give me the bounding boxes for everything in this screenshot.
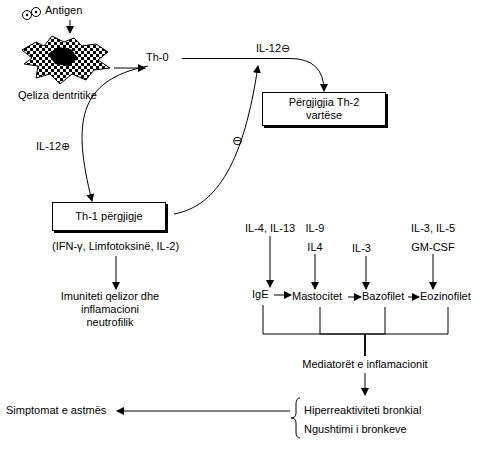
node-text: Antigen	[45, 4, 95, 17]
connector-arrow	[270, 236, 271, 287]
text-node: Th-0	[146, 51, 182, 66]
text-node: Qeliza dentritike	[18, 34, 114, 102]
antigen-dot	[26, 14, 28, 16]
cell-label: Qeliza dentritike	[18, 89, 114, 102]
cell-nucleus	[48, 47, 78, 66]
process-box: Përgjigjia Th-2 vartëse	[262, 92, 386, 126]
connector-arrow	[117, 411, 290, 412]
connector-arrow	[408, 297, 419, 298]
text-node: Imuniteti qelizor dhe inflamacioni neutr…	[58, 290, 162, 332]
node-text: Bazofilet	[362, 290, 408, 303]
dendritic-cell	[22, 36, 110, 84]
text-node: Hiperreaktiviteti bronkialNgushtimi i br…	[290, 396, 450, 442]
edge-label: IL-12⊖	[256, 42, 290, 55]
connector-arrow	[263, 305, 365, 356]
node-text: Mastocitet	[292, 290, 348, 303]
text-node: IL-4, IL-13	[245, 222, 307, 236]
curly-brace-line	[291, 398, 300, 438]
node-text: IL-3	[352, 242, 380, 255]
curly-brace	[290, 396, 302, 440]
connector-arrow	[274, 295, 291, 296]
antigen-dot	[35, 11, 37, 13]
effect-text: Ngushtimi i bronkeve	[304, 423, 450, 436]
node-text: Eozinofilet	[420, 290, 476, 303]
connector-arrow	[433, 254, 434, 289]
box-title: Th-1 përgjigje	[57, 210, 161, 223]
connector-arrow	[365, 307, 385, 356]
edge-label: IL-12⊕	[36, 140, 70, 153]
inhibition-sign: ⊖	[232, 134, 243, 147]
antigen-particle	[23, 11, 32, 20]
box-title: Përgjigjia Th-2 vartëse	[279, 96, 369, 122]
effect-text: Hiperreaktiviteti bronkial	[304, 404, 450, 417]
inhibition-line	[174, 66, 258, 214]
text-node: IgE	[252, 288, 274, 302]
text-node: Mediatorët e inflamacionit	[292, 358, 438, 373]
connector-arrow	[82, 66, 148, 201]
connector-arrow	[348, 297, 361, 298]
text-node: Mastocitet	[292, 290, 348, 304]
connector-arrow	[70, 20, 71, 33]
text-node: IL-3	[352, 242, 380, 256]
node-text: Imuniteti qelizor dhe inflamacioni neutr…	[58, 290, 162, 329]
connector-arrow	[315, 254, 316, 289]
node-text: Simptomat e astmës	[6, 404, 116, 417]
node-text: Th-0	[146, 51, 182, 64]
text-node: IL-9IL4	[302, 222, 328, 254]
cytokine-name: IL-3, IL-5	[404, 222, 462, 235]
connector-arrow	[116, 256, 117, 289]
antigen-particle	[32, 8, 41, 17]
node-text: IL-4, IL-13	[245, 222, 307, 235]
cytokine-name: IL4	[302, 241, 328, 254]
node-text: Mediatorët e inflamacionit	[292, 358, 438, 371]
text-node: Eozinofilet	[420, 290, 476, 304]
text-node: Bazofilet	[362, 290, 408, 304]
response-box: Th-1 përgjigje	[52, 202, 166, 231]
box-subtitle: (IFN-γ, Limfotoksinë, IL-2)	[52, 240, 180, 253]
connector-arrow	[366, 256, 367, 289]
text-node: IL-3, IL-5GM-CSF	[404, 222, 462, 254]
cytokine-name: GM-CSF	[404, 241, 462, 254]
connector-arrow	[182, 59, 324, 92]
text-node: Simptomat e astmës	[6, 404, 116, 418]
process-box: Th-1 përgjigje (IFN-γ, Limfotoksinë, IL-2…	[52, 202, 180, 256]
connector-arrow	[320, 307, 365, 356]
connector-arrow	[114, 68, 145, 69]
cytokine-name: IL-9	[302, 222, 328, 235]
text-node: Antigen	[45, 4, 95, 20]
connector-arrow	[365, 373, 366, 395]
node-text: IgE	[252, 288, 274, 301]
connector-arrow	[365, 307, 448, 356]
